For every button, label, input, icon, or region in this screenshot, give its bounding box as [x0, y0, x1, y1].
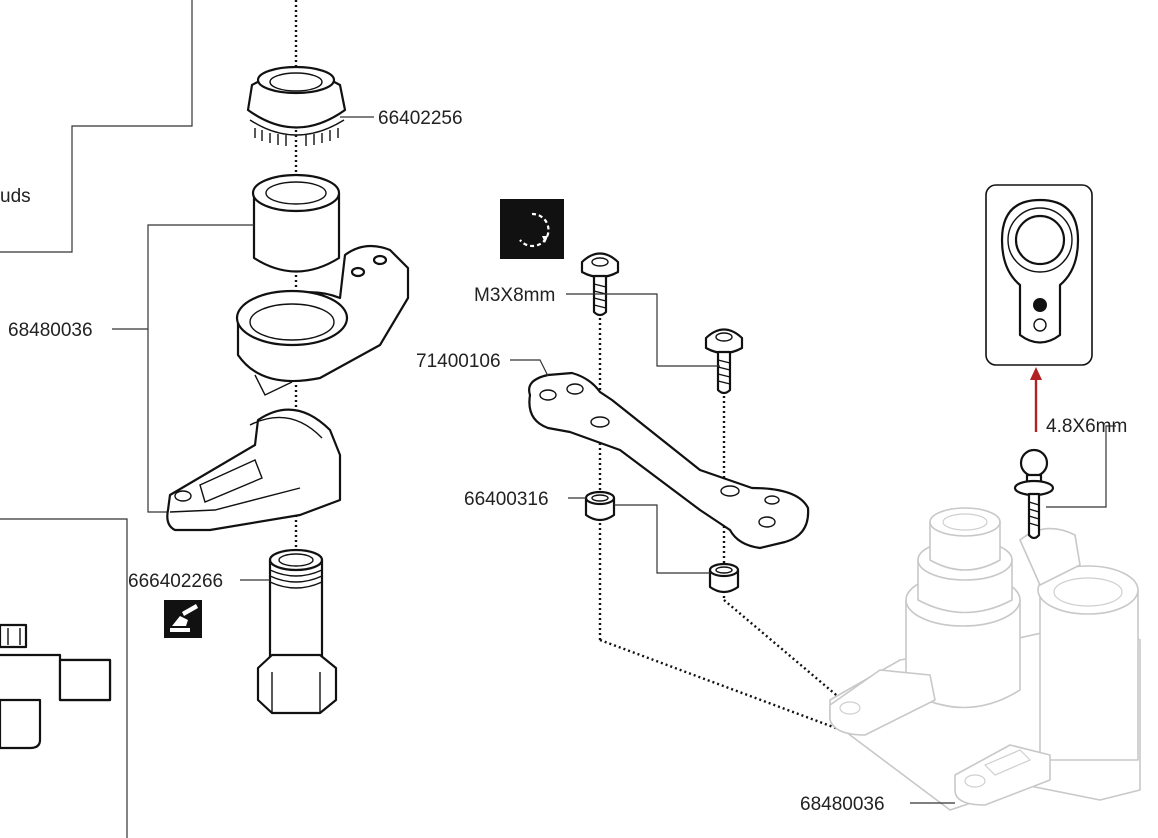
label-link-plate: 71400106: [416, 351, 501, 372]
upper-knurled-ring: [246, 65, 347, 146]
bushing-left: [584, 490, 616, 522]
label-post: 666402266: [128, 571, 223, 592]
ball-stud-hole-detail: [985, 184, 1093, 366]
label-upper-ring: 66402256: [378, 108, 463, 129]
insert-direction-arrow: [1030, 367, 1042, 432]
lower-steering-arm: [166, 408, 342, 532]
upper-steering-arm: [235, 244, 410, 396]
dotted-path-right: [723, 599, 849, 706]
dotted-path-left: [599, 638, 971, 780]
bushing-right: [708, 562, 740, 594]
screw-right: [704, 328, 744, 395]
thread-lock-icon: [164, 600, 202, 638]
label-steering-arm-right: 68480036: [800, 794, 885, 815]
pivot-post: [256, 548, 338, 715]
label-steering-arm-left: 68480036: [8, 320, 93, 341]
link-plate: [528, 371, 810, 550]
label-screw: M3X8mm: [474, 285, 555, 306]
label-ball-stud: 4.8X6mm: [1046, 416, 1127, 437]
label-bushing: 66400316: [464, 489, 549, 510]
screw-left: [580, 252, 620, 317]
top-left-callout-frame: [0, 0, 193, 253]
ball-stud: [1013, 448, 1055, 540]
ghost-assembly: [829, 507, 1141, 811]
bearing-sleeve: [251, 173, 341, 273]
cutoff-label: uds: [0, 186, 31, 207]
bottom-left-callout-frame: [0, 518, 128, 838]
rotate-clockwise-icon: [500, 199, 564, 259]
